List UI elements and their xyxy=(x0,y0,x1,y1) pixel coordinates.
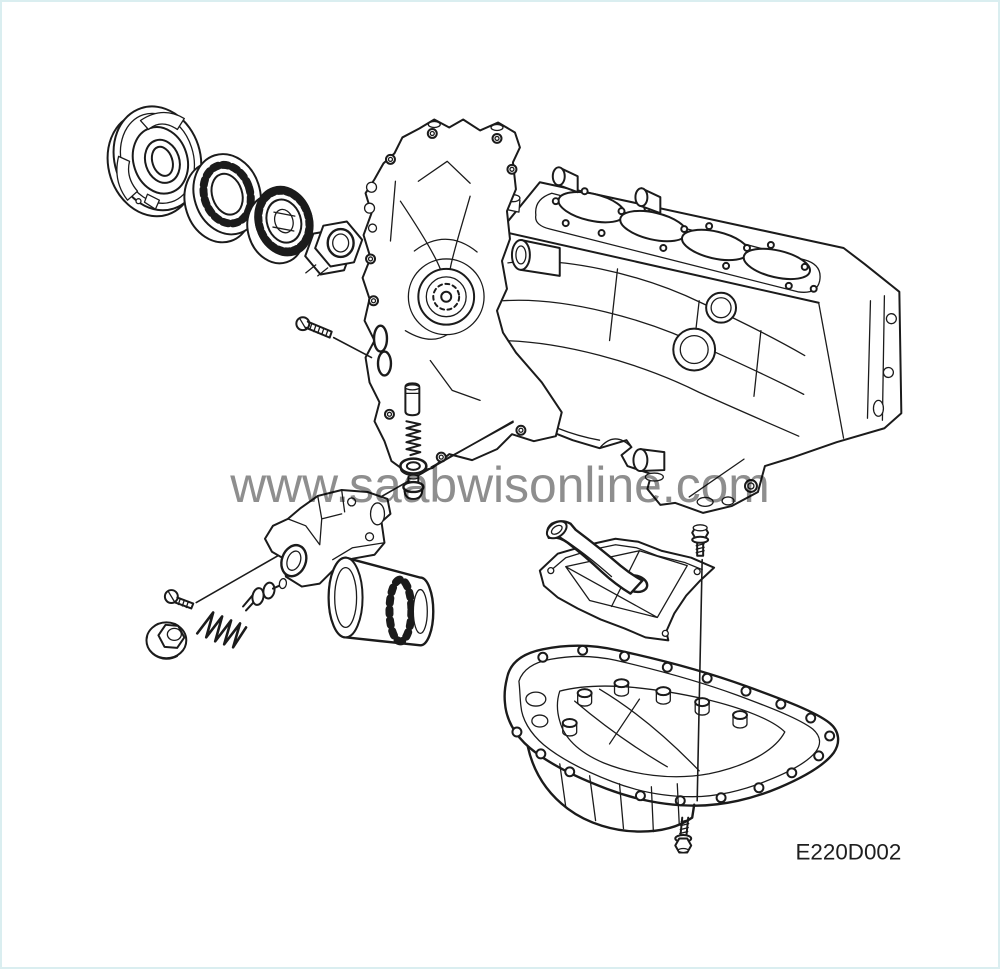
pan-bolt-upper xyxy=(691,524,710,557)
linework xyxy=(106,105,903,854)
housing-bolt xyxy=(163,589,195,610)
bypass-piston xyxy=(242,578,288,612)
pan-flange-holes xyxy=(511,644,836,807)
relief-valve-plug xyxy=(402,474,425,500)
oil-filter xyxy=(327,556,435,647)
watermark: www.saabwisonline.com xyxy=(229,457,770,513)
engine-block xyxy=(482,166,903,514)
inner-teeth xyxy=(199,160,255,228)
pan-bolt-leader xyxy=(696,558,703,802)
relief-valve-plunger xyxy=(404,382,421,417)
pan-bolt-lower xyxy=(674,816,693,854)
oil-pickup-windage-tray xyxy=(538,520,716,642)
oil-pump-outer-rotor xyxy=(183,153,262,244)
oil-filter-housing xyxy=(263,488,392,588)
bypass-plug xyxy=(145,621,188,660)
bypass-spring xyxy=(195,611,248,649)
cylinder-bore xyxy=(742,247,811,281)
pump-gear-hint xyxy=(432,282,461,311)
oil-pan xyxy=(503,644,840,833)
seal-washer xyxy=(399,457,428,477)
relief-valve-spring xyxy=(405,420,422,457)
oil-pump-inner-rotor xyxy=(246,185,314,265)
oil-pump-cover-plate xyxy=(106,105,203,218)
oil-pump-sleeve-nut xyxy=(304,220,364,277)
cover-bolt xyxy=(295,316,333,339)
outer-teeth xyxy=(254,186,314,256)
figure-code: E220D002 xyxy=(796,839,902,864)
filter-ribs xyxy=(385,575,416,646)
pan-bosses xyxy=(561,678,748,737)
